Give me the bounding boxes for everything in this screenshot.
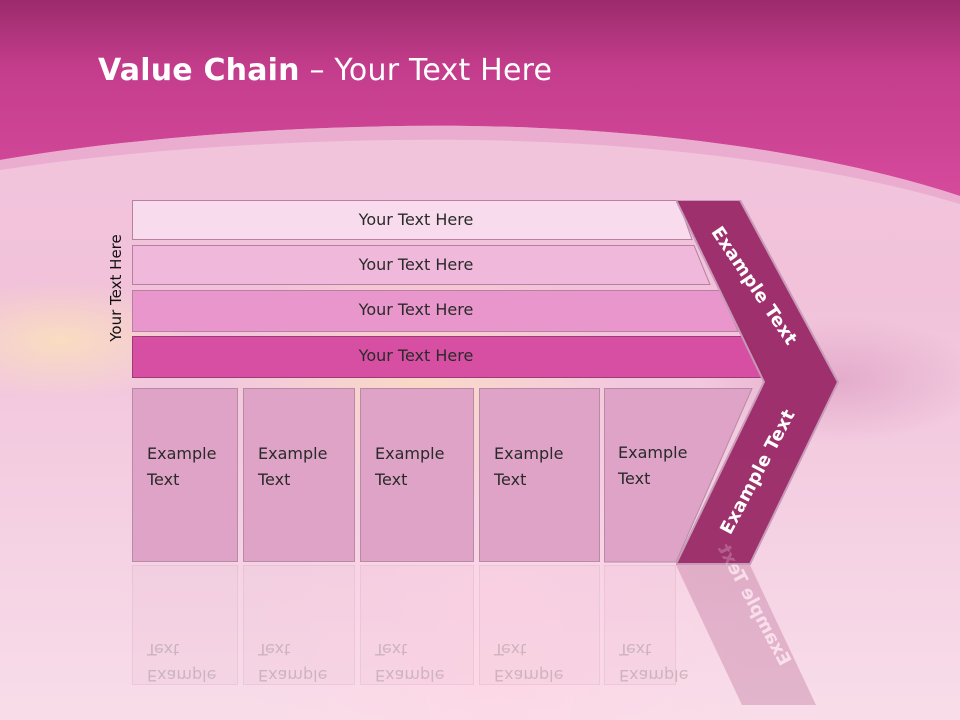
chevron-arrow [676, 200, 840, 565]
activity-cell-1: Example Text [132, 388, 238, 562]
activity-cell-1-text: Example Text [147, 444, 217, 489]
bar-2-label: Your Text Here [358, 255, 474, 274]
bar-4-label: Your Text Here [358, 346, 474, 365]
bar-3-label: Your Text Here [358, 300, 474, 319]
activity-cell-2-text: Example Text [258, 444, 328, 489]
activity-cell-3-text: Example Text [375, 444, 445, 489]
bar-1-label: Your Text Here [358, 210, 474, 229]
slide-title: Value Chain – Your Text Here [98, 53, 552, 88]
title-bold: Value Chain [98, 53, 300, 88]
activity-cell-4: Example Text [479, 388, 600, 562]
activity-cell-2: Example Text [243, 388, 355, 562]
activity-cell-5-text: Example Text [618, 443, 688, 488]
activity-cell-4-text: Example Text [494, 444, 564, 489]
activity-cell-5: Example Text [604, 388, 764, 564]
title-rest: – Your Text Here [299, 53, 553, 88]
activity-cell-3: Example Text [360, 388, 474, 562]
header-band [0, 0, 960, 204]
side-label: Your Text Here [107, 234, 125, 342]
